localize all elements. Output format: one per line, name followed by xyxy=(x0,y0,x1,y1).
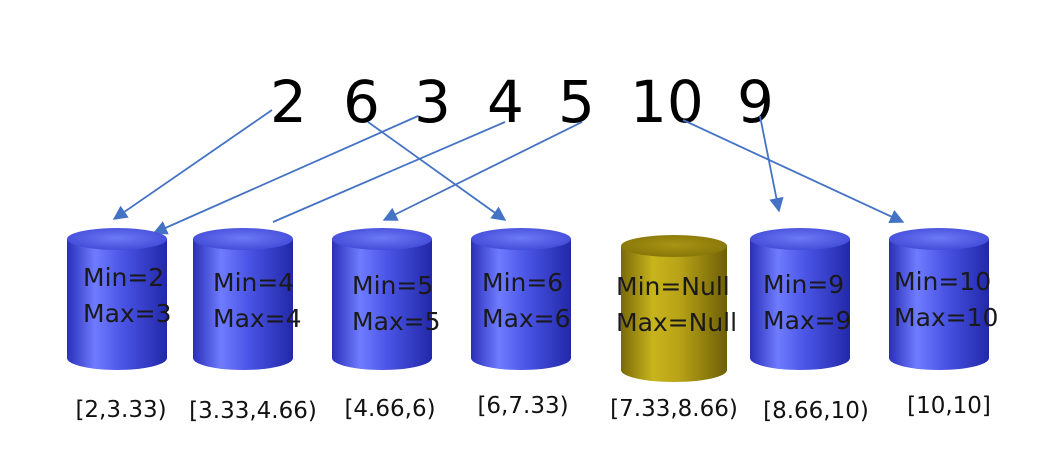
bucket-top xyxy=(750,228,850,250)
arrow-6-to-bucket-4 xyxy=(367,121,507,221)
sequence-number: 4 xyxy=(487,68,524,136)
arrow-2-to-bucket-1 xyxy=(112,109,273,220)
bucket-body xyxy=(889,239,989,370)
bucket-body xyxy=(332,239,432,370)
bucket-max-label: Max=Null xyxy=(616,308,737,337)
bucket-top xyxy=(471,228,571,250)
mapping-arrows xyxy=(112,109,905,235)
sequence-number: 6 xyxy=(343,68,380,136)
bucket-range-label: [4.66,6) xyxy=(344,396,435,422)
arrow-4-to-bucket-2 xyxy=(272,121,506,223)
sequence-number: 10 xyxy=(630,68,704,136)
bucket-range-label: [8.66,10) xyxy=(763,398,869,424)
bucket-min-label: Min=2 xyxy=(83,263,164,292)
bucket-min-label: Min=5 xyxy=(352,271,433,300)
bucket-max-label: Max=4 xyxy=(213,304,302,333)
bucket-min-label: Min=9 xyxy=(763,270,844,299)
sequence-number: 9 xyxy=(737,68,774,136)
bucket-max-label: Max=3 xyxy=(83,299,172,328)
bucket-range-label: [6,7.33) xyxy=(477,393,568,419)
bucket-range-label: [2,3.33) xyxy=(75,397,166,423)
bucket-body xyxy=(621,246,727,382)
bucket: Min=9 Max=9 [8.66,10) xyxy=(750,228,869,424)
bucket: Min=Null Max=Null [7.33,8.66) xyxy=(610,235,738,422)
bucket-range-label: [7.33,8.66) xyxy=(610,396,738,422)
sequence-number: 3 xyxy=(414,68,451,136)
sequence-number: 2 xyxy=(270,68,307,136)
bucket: Min=10 Max=10 [10,10] xyxy=(889,228,998,419)
arrow-9-to-bucket-6 xyxy=(759,115,784,213)
bucket-body xyxy=(67,239,167,370)
arrow-3-to-bucket-1 xyxy=(152,115,419,235)
bucket-top xyxy=(193,228,293,250)
bucket-range-label: [3.33,4.66) xyxy=(189,398,317,424)
bucket-max-label: Max=9 xyxy=(763,306,852,335)
buckets: Min=2 Max=3 [2,3.33) Min=4 Max=4 [3.33,4… xyxy=(67,228,998,424)
bucket: Min=6 Max=6 [6,7.33) xyxy=(471,228,571,419)
bucket-max-label: Max=5 xyxy=(352,307,441,336)
bucket-min-label: Min=Null xyxy=(616,272,730,301)
bucket-top xyxy=(332,228,432,250)
bucket-top xyxy=(621,235,727,257)
sequence-number: 5 xyxy=(558,68,595,136)
bucket-range-label: [10,10] xyxy=(907,393,991,419)
bucket-min-label: Min=6 xyxy=(482,268,563,297)
bucket: Min=4 Max=4 [3.33,4.66) xyxy=(189,228,317,424)
bucket-top xyxy=(67,228,167,250)
bucket-min-label: Min=4 xyxy=(213,268,294,297)
bucket: Min=2 Max=3 [2,3.33) xyxy=(67,228,172,423)
number-sequence: 2 6 3 4 5 10 9 xyxy=(270,68,774,136)
bucket-min-label: Min=10 xyxy=(894,267,991,296)
bucket-max-label: Max=6 xyxy=(482,304,571,333)
bucket-body xyxy=(471,239,571,370)
arrow-10-to-bucket-7 xyxy=(682,119,905,224)
arrow-5-to-bucket-3 xyxy=(382,121,583,221)
bucket-body xyxy=(750,239,850,370)
bucket: Min=5 Max=5 [4.66,6) xyxy=(332,228,441,422)
bucket-top xyxy=(889,228,989,250)
bucket-body xyxy=(193,239,293,370)
bucket-max-label: Max=10 xyxy=(894,303,998,332)
